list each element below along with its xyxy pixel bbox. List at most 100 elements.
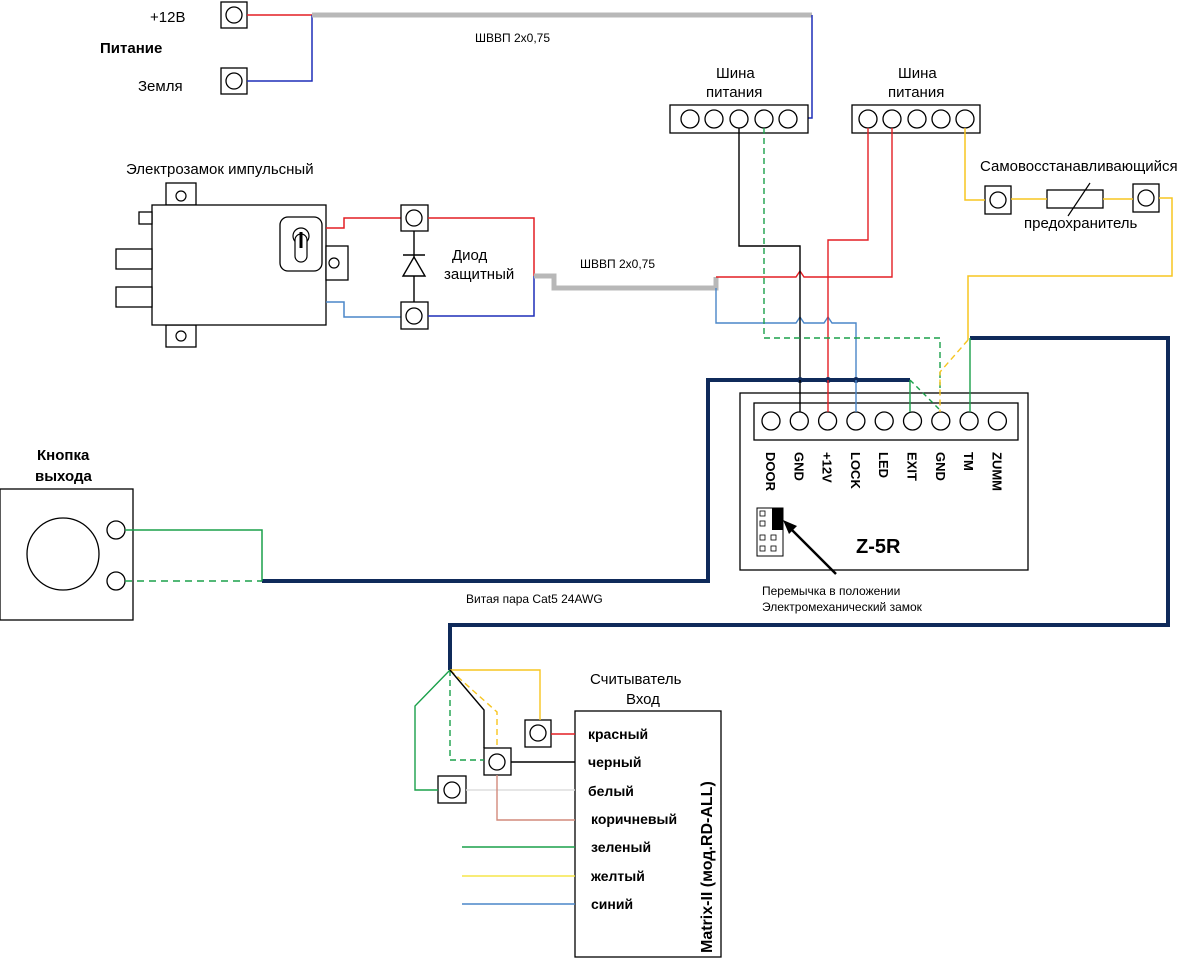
fuse-line1: Самовосстанавливающийся [980,158,1178,175]
lock: Электрозамок импульсный [115,161,349,348]
bus-left-line1: Шина [716,65,755,82]
controller-terminal-screws [761,411,1008,431]
controller-terminal-label: ZUMM [989,452,1004,491]
cat5-cables [262,336,1170,670]
diode-line1: Диод [452,247,488,264]
wire-reader-brown [496,775,575,821]
wire-bus-12v [827,128,869,380]
fuse-wires [964,128,1173,340]
bus-right: Шина питания [851,65,981,134]
wire-ctrl-gnd-green-dashed [909,379,941,411]
cable-cat5-reader [448,336,1170,670]
bus-left-screw-3[interactable] [729,109,749,129]
reader-wires [414,669,575,905]
wire-fuse-in [964,128,985,201]
lock-right-hole [328,257,340,269]
lock-wires [326,217,401,318]
power-title: Питание [100,40,162,57]
lock-top-hole [175,190,187,202]
bus-left-screw-5[interactable] [778,109,798,129]
exit-button-body [0,488,134,621]
bus-right-screw-3[interactable] [907,109,927,129]
controller-terminal-tm[interactable] [959,411,979,431]
controller-terminal-plus12v[interactable] [817,411,838,431]
exit-button: Кнопка выхода [0,447,134,621]
fuse: Самовосстанавливающийся предохранитель [980,158,1178,232]
wire-bus-blue [798,15,813,119]
wire-exit-green [125,529,263,581]
wire-power-blue [247,15,313,82]
cable-shvvp-mid-label: ШВВП 2х0,75 [580,257,655,271]
jumper-arrow [785,523,837,575]
bus-left-screw-4[interactable] [754,109,774,129]
power-source: +12В Питание Земля [100,1,248,95]
jumper-note-line1: Перемычка в положении [762,584,900,598]
controller-terminal-zumm[interactable] [987,411,1008,431]
fuse-line2: предохранитель [1024,215,1138,232]
lock-bottom-hole [175,330,187,342]
wire-diode-blue [428,276,535,317]
controller-terminal-door[interactable] [761,411,781,431]
cable-shvvp-top-label: ШВВП 2х0,75 [475,31,550,45]
diode-wires [428,217,719,317]
exit-button-contact-2[interactable] [106,571,126,591]
exit-button-push[interactable] [26,517,100,591]
controller-terminal-exit[interactable] [902,411,923,431]
bus-left-screw-2[interactable] [704,109,724,129]
exit-button-line1: Кнопка [37,447,90,464]
lock-bolt-2 [115,286,153,308]
power-plus12-screw [225,6,243,24]
bus-left-screw-1[interactable] [680,109,700,129]
wire-bus-green-dashed [763,128,941,410]
controller-wires [799,338,971,412]
controller-terminal-gnd[interactable] [789,411,809,431]
wire-diode-red [428,217,535,276]
power-plus12-terminal[interactable] [220,1,248,29]
controller-terminal-label: GND [791,452,806,481]
lock-title: Электрозамок импульсный [126,161,314,178]
jumper-pins [759,510,777,552]
bus-left-line2: питания [706,84,762,101]
bus-right-line2: питания [888,84,944,101]
cable-shvvp-mid [534,273,719,291]
diode-symbol-icon [401,255,427,277]
exit-button-wires [125,529,263,582]
power-ground-label: Земля [138,78,183,95]
bus-right-screw-5[interactable] [955,109,975,129]
controller-terminal-led[interactable] [874,411,894,431]
bus-right-screw-4[interactable] [931,109,951,129]
controller-terminal-label: LED [876,452,891,478]
reader-wire-label: зеленый [591,839,651,855]
bus-right-screw-2[interactable] [882,109,902,129]
power-plus12-label: +12В [150,9,185,26]
wire-bus-gnd [738,128,801,380]
power-ground-screw [225,72,243,90]
wire-bus-12v-b [824,128,893,278]
controller-terminal-label: GND [933,452,948,481]
lock-feed-wires [715,128,941,410]
diode-terminal-top-screw [405,209,423,227]
fuse-terminal-left-screw [989,191,1007,209]
jumper-arrow-head [783,520,797,534]
wire-lock-red-run [716,269,824,278]
controller-terminal-gnd[interactable] [931,411,951,431]
wire-lock-blue [326,301,401,318]
bus-right-line1: Шина [898,65,937,82]
reader-terminal-red-screw [529,724,547,742]
reader-terminal-white-screw [443,781,461,799]
exit-button-contact-1[interactable] [106,520,126,540]
reader-title-line1: Считыватель [590,671,682,688]
reader-wire-label: синий [591,896,633,912]
lock-bolt-1 [115,248,153,270]
wire-fan-yellow [450,669,541,720]
reader-wire-label: белый [588,783,634,799]
cable-twisted-pair-label: Витая пара Cat5 24AWG [466,592,603,606]
fuse-slash [1067,182,1091,217]
controller-terminal-label: DOOR [763,452,778,492]
controller-terminal-lock[interactable] [846,411,866,431]
bus-right-screw-1[interactable] [858,109,878,129]
reader-wire-label: желтый [590,868,645,884]
lock-side-tab [138,211,153,225]
